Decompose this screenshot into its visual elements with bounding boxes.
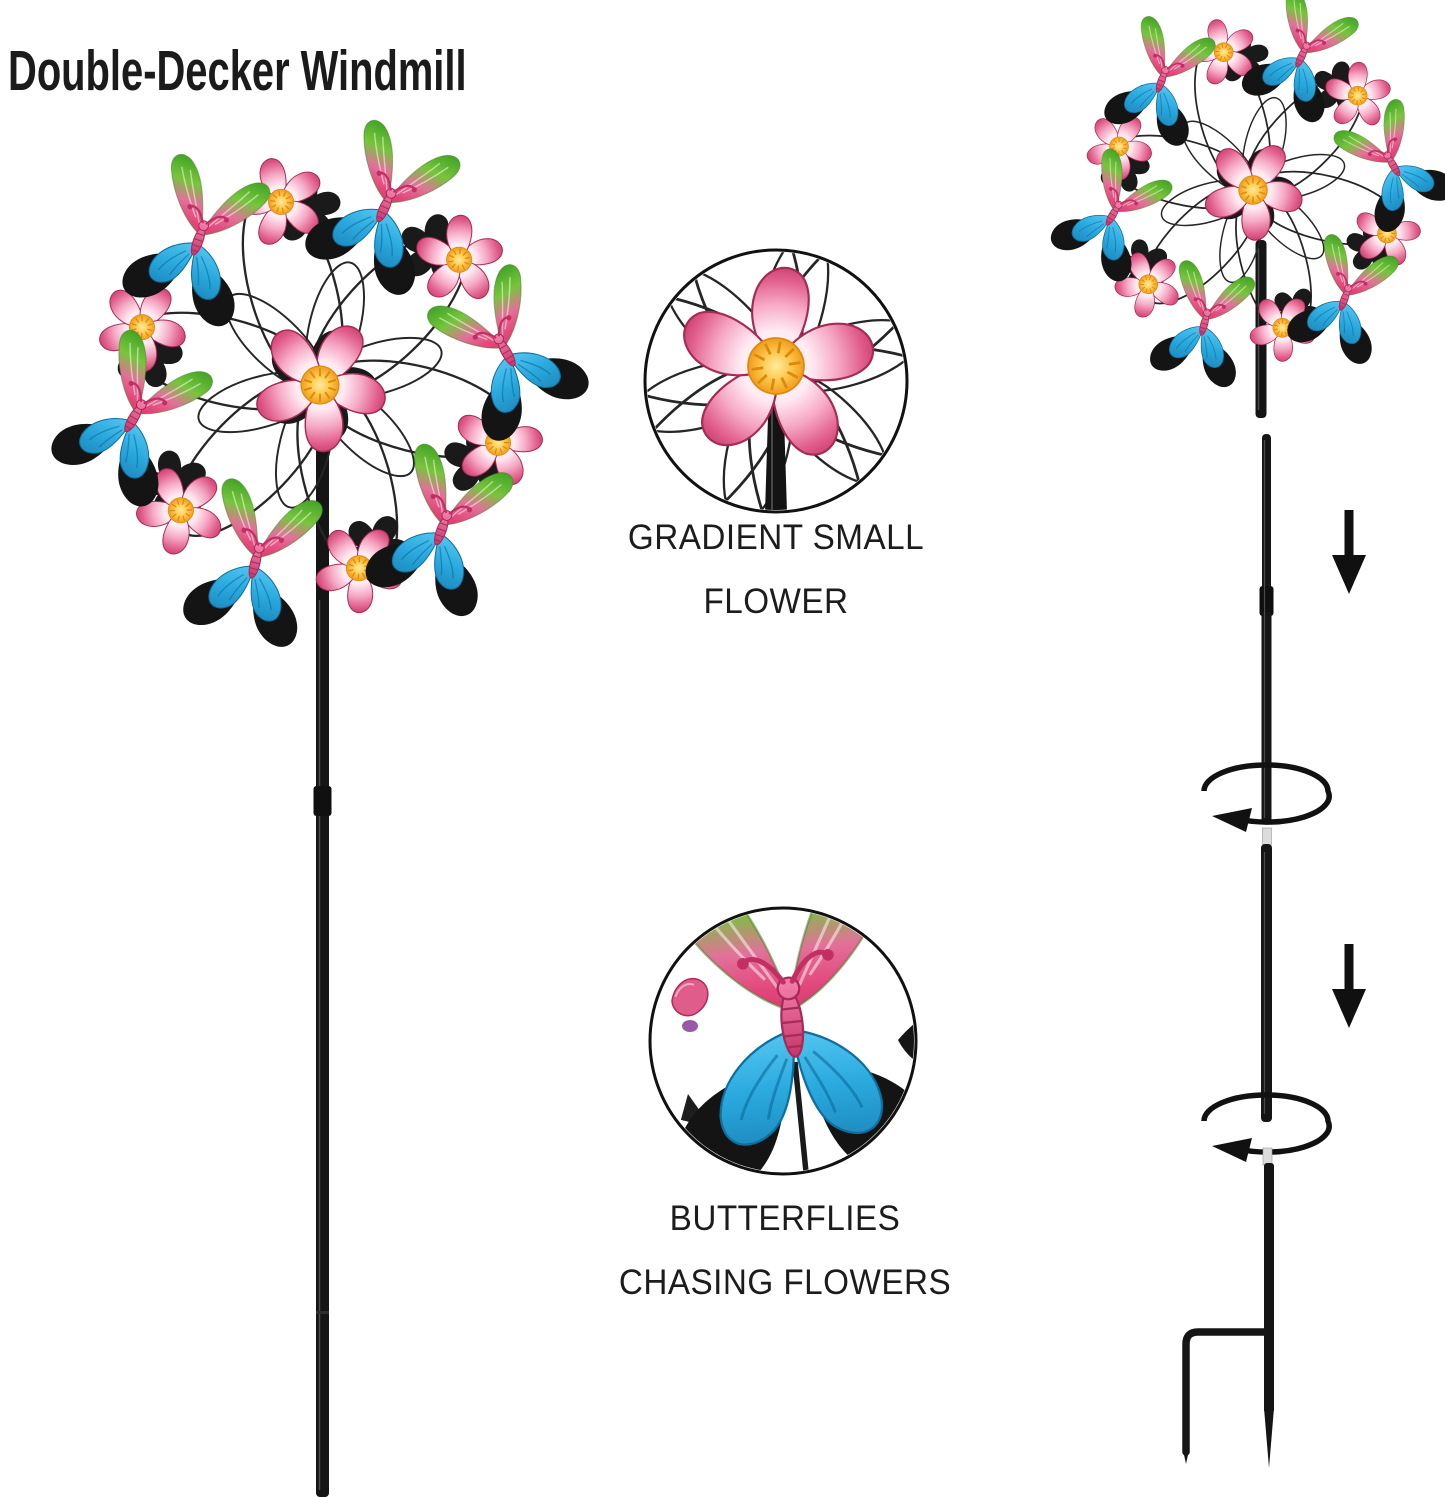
assembly-diagram xyxy=(1032,0,1445,1468)
down-arrow-icon xyxy=(1332,944,1366,1028)
butterfly-caption-line-2: CHASING FLOWERS xyxy=(618,1263,952,1302)
stake-prong xyxy=(1182,1328,1270,1456)
pole-segment-upper xyxy=(1259,434,1274,824)
windmill-pole xyxy=(313,440,332,1497)
ground-stake xyxy=(1182,1147,1274,1468)
pole-segment-middle xyxy=(1261,827,1272,1122)
flower-detail-callout xyxy=(643,248,909,514)
butterfly-callout-caption: BUTTERFLIES CHASING FLOWERS xyxy=(595,1200,975,1302)
spinner-head xyxy=(26,110,601,660)
pink-flower-fragment xyxy=(671,977,709,1017)
pole-coupling xyxy=(313,786,332,816)
butterfly-caption-line-1: BUTTERFLIES xyxy=(669,1199,901,1238)
flower-caption-line-2: FLOWER xyxy=(703,582,849,621)
purple-fragment xyxy=(682,1020,698,1032)
page-title: Double-Decker Windmill xyxy=(8,39,467,103)
pole-connector-tip xyxy=(1262,827,1272,846)
flower-callout-caption: GRADIENT SMALL FLOWER xyxy=(586,519,966,621)
stake-point xyxy=(1264,1408,1274,1468)
windmill-product-photo xyxy=(26,110,601,1497)
pole-connector-tip xyxy=(1262,1147,1273,1166)
butterfly-detail-callout xyxy=(648,906,918,1176)
flower-caption-line-1: GRADIENT SMALL xyxy=(627,518,925,557)
pole-coupling xyxy=(1259,586,1274,616)
spinner-head xyxy=(1032,0,1445,397)
down-arrow-icon xyxy=(1332,510,1366,594)
